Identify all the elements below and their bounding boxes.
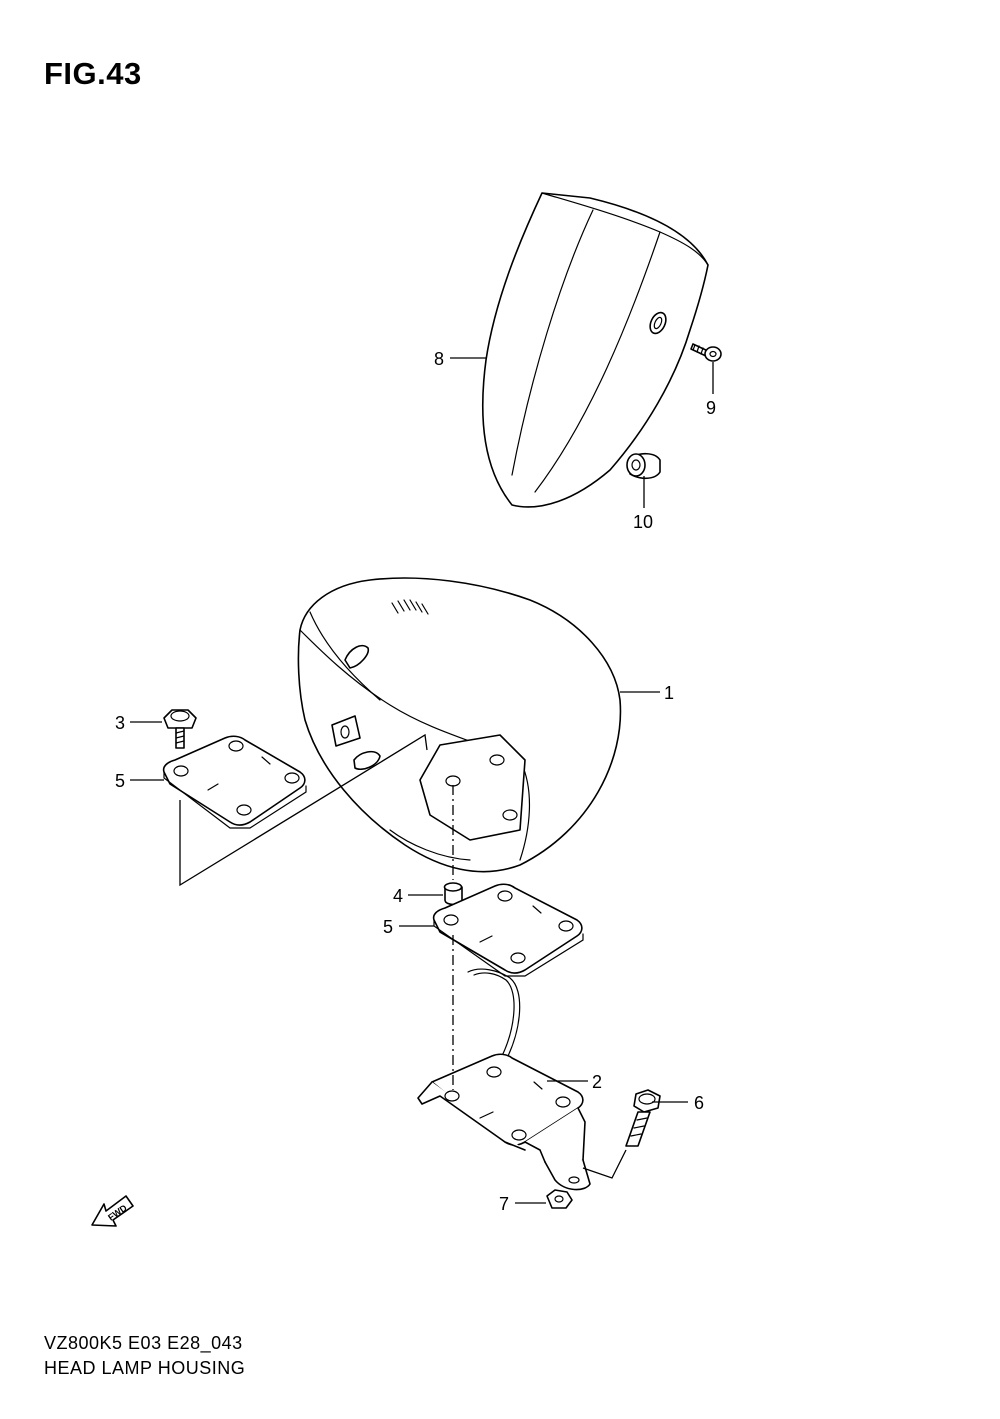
callout-2: 2 — [592, 1072, 602, 1092]
part-10-grommet[interactable] — [626, 452, 661, 480]
part-2-bracket[interactable] — [417, 968, 591, 1191]
part-6-flange-bolt[interactable] — [625, 1089, 661, 1147]
part-9-screw[interactable] — [690, 343, 722, 362]
callout-7: 7 — [499, 1194, 509, 1214]
model-code: VZ800K5 E03 E28_043 — [44, 1333, 243, 1353]
callout-6: 6 — [694, 1093, 704, 1113]
part-5-upper-plate[interactable] — [162, 735, 307, 829]
part-3-bolt[interactable] — [163, 709, 197, 749]
assembly-lines — [179, 733, 627, 1179]
callout-numbers: 8 9 10 1 3 5 4 5 2 6 7 — [115, 349, 716, 1214]
part-8-visor[interactable] — [481, 192, 709, 508]
callout-10: 10 — [633, 512, 653, 532]
callout-leaders — [130, 357, 714, 1204]
part-group-name: HEAD LAMP HOUSING — [44, 1358, 246, 1378]
callout-9: 9 — [706, 398, 716, 418]
figure-title: FIG.43 — [44, 56, 142, 91]
callout-1: 1 — [664, 683, 674, 703]
callout-5-lower: 5 — [383, 917, 393, 937]
callout-8: 8 — [434, 349, 444, 369]
callout-5-upper: 5 — [115, 771, 125, 791]
callout-4: 4 — [393, 886, 403, 906]
fwd-arrow-icon: FWD — [91, 1195, 134, 1227]
part-5-lower-plate[interactable] — [432, 883, 584, 977]
part-1-headlamp-housing[interactable] — [297, 577, 622, 873]
part-7-nut[interactable] — [546, 1189, 573, 1209]
callout-3: 3 — [115, 713, 125, 733]
